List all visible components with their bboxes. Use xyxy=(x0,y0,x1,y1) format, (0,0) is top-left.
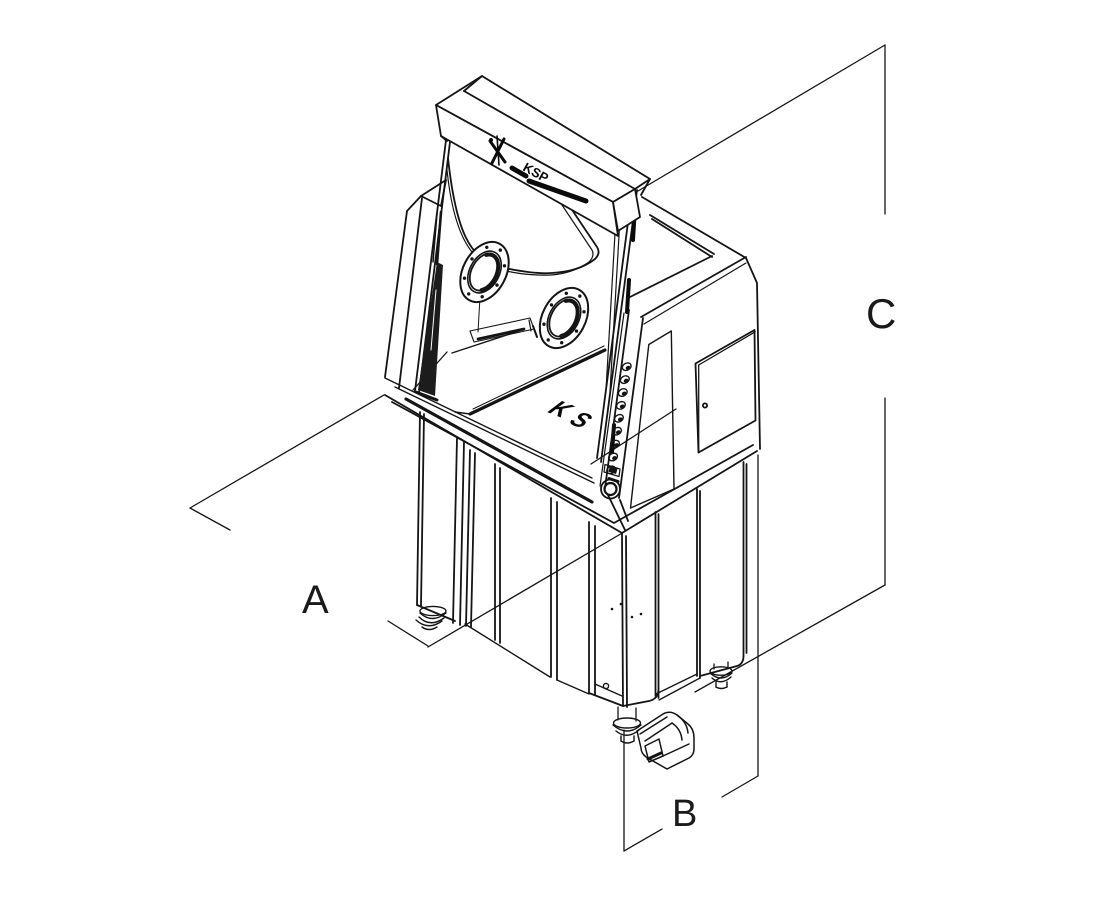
svg-text:C: C xyxy=(866,290,896,337)
svg-text:B: B xyxy=(672,793,697,835)
svg-text:A: A xyxy=(302,578,329,622)
